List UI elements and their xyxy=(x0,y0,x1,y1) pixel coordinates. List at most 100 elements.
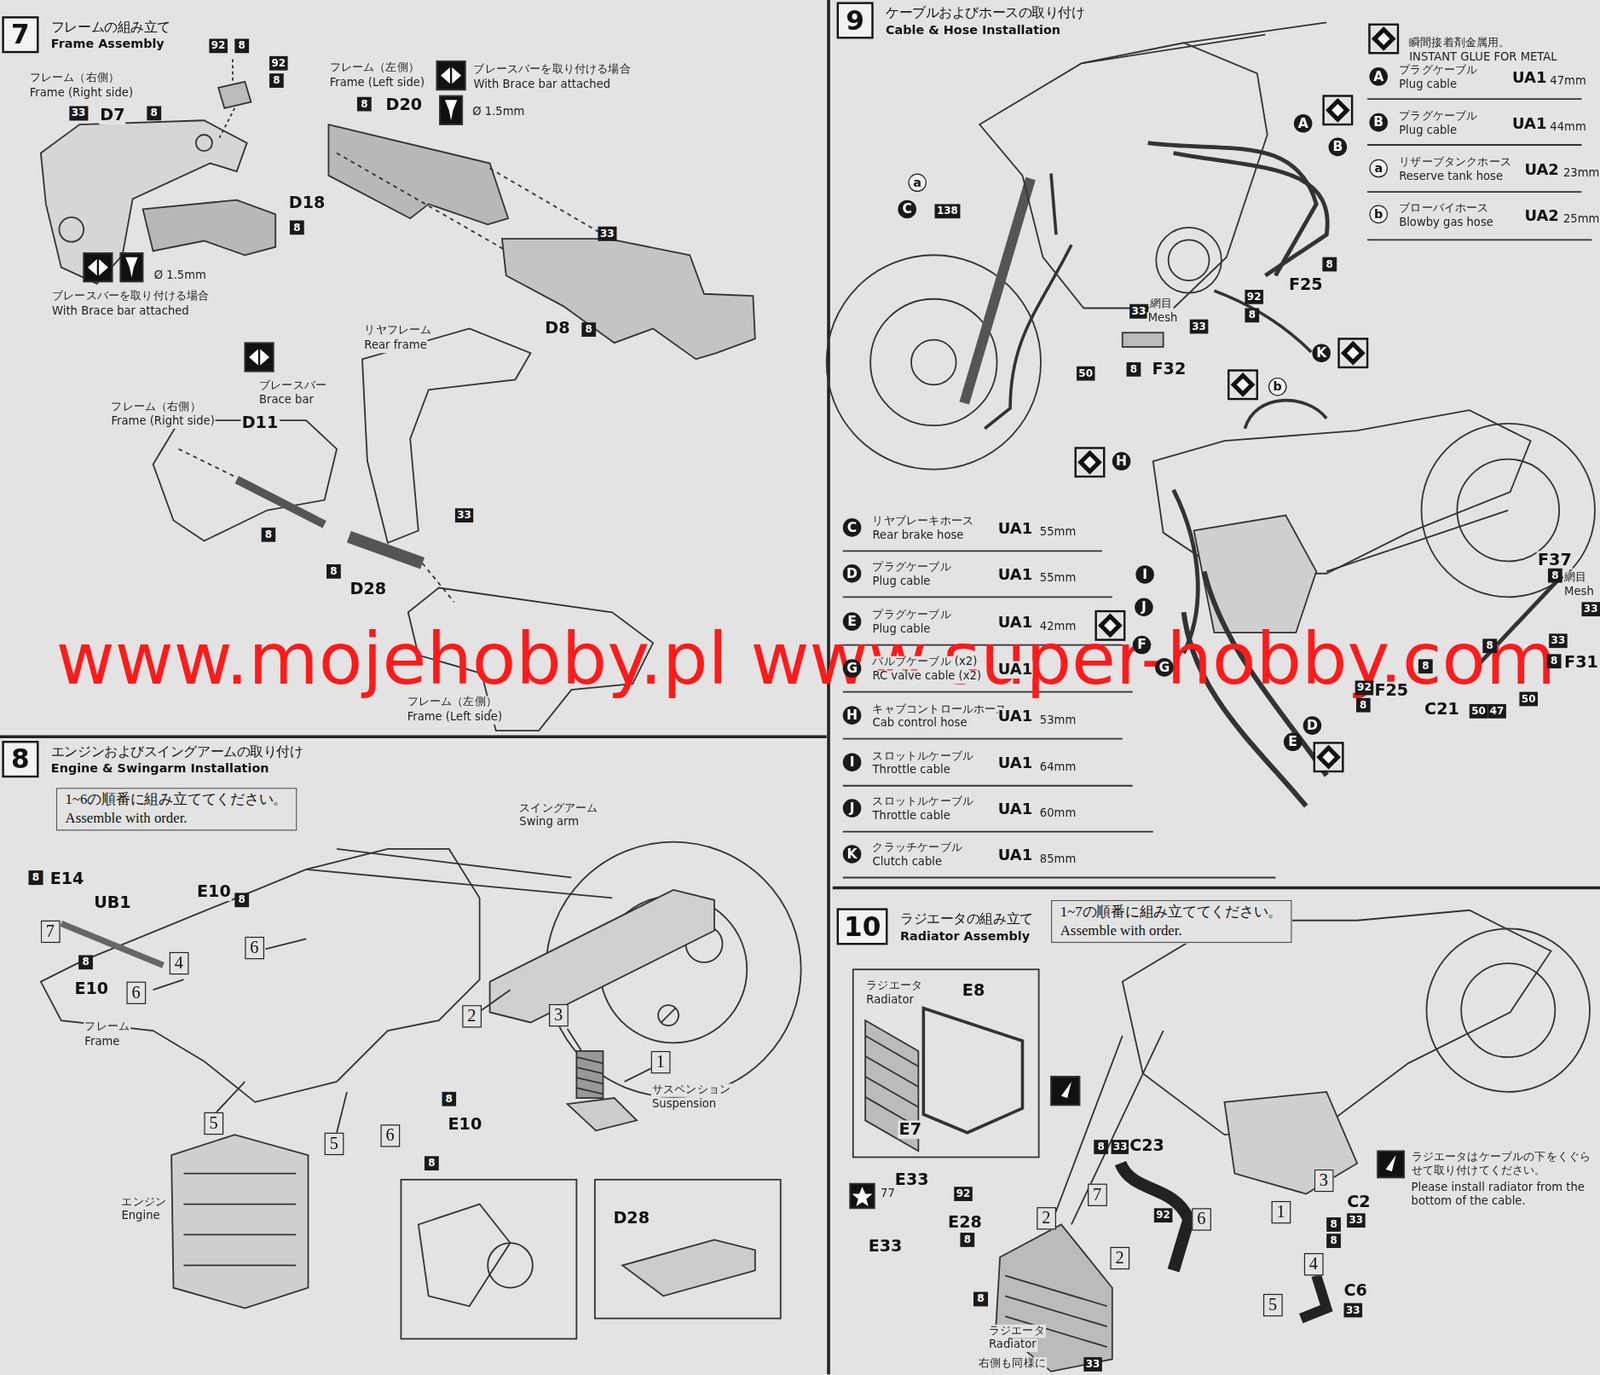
note-text: プラグケーブル xyxy=(1397,109,1479,123)
part-code: C21 xyxy=(1423,699,1461,719)
part-marker: 8 xyxy=(973,1291,988,1306)
part-marker: 8 xyxy=(1126,362,1142,376)
note-text: 25mm xyxy=(1562,213,1600,226)
note-text: 42mm xyxy=(1039,620,1078,634)
note-box: 1~7の順番に組み立ててください。Assemble with order. xyxy=(1051,900,1292,943)
note-text: スイングアーム xyxy=(518,802,600,815)
cable-code: UA2 xyxy=(1524,161,1559,180)
illustration-path xyxy=(1371,26,1397,52)
part-marker: 8 xyxy=(28,870,44,884)
cable-code: UA1 xyxy=(998,708,1033,727)
illustration-path xyxy=(153,420,337,541)
step-heading: Cable & Hose Installation xyxy=(885,22,1061,38)
illustration-path xyxy=(1081,22,1327,64)
part-marker: 50 xyxy=(1469,704,1488,718)
part-marker: 8 xyxy=(424,1155,439,1170)
callout-letter: C xyxy=(897,200,917,220)
illustration-path xyxy=(984,244,1072,428)
callout-letter: E xyxy=(843,612,862,631)
step-number: 9 xyxy=(843,4,867,37)
note-text: Ø 1.5mm xyxy=(471,105,526,119)
note-text: Plug cable xyxy=(1397,78,1458,92)
note-text: プラグケーブル xyxy=(871,560,953,574)
note-text: 44mm xyxy=(1548,121,1588,134)
callout-letter: A xyxy=(1368,67,1388,87)
note-text: With Brace bar attached xyxy=(472,78,612,92)
part-marker: 8 xyxy=(234,892,249,907)
note-text: スロットルケーブル xyxy=(871,750,975,763)
note-text: Rear frame xyxy=(363,340,428,353)
step-heading: ラジエータの組み立て xyxy=(900,911,1034,928)
illustration-path xyxy=(852,1186,873,1207)
illustration-path xyxy=(1340,340,1366,366)
illustration-line xyxy=(843,550,1103,553)
note-text: Brace bar xyxy=(258,393,315,407)
part-marker: 33 xyxy=(69,105,87,120)
step-callout: 3 xyxy=(1314,1169,1334,1192)
illustration-g xyxy=(1228,370,1258,400)
illustration-rect xyxy=(1051,1076,1081,1106)
note-text: 1~6の順番に組み立ててください。 xyxy=(65,791,288,810)
illustration-circle xyxy=(1168,239,1210,281)
part-marker: 92 xyxy=(269,56,288,70)
step-callout: 6 xyxy=(381,1124,400,1147)
note-text: Plug cable xyxy=(1397,124,1458,138)
step-callout: 2 xyxy=(1109,1247,1129,1270)
illustration-path xyxy=(125,257,138,278)
illustration-rect xyxy=(1314,742,1344,772)
illustration-rect xyxy=(1075,448,1105,478)
illustration-path xyxy=(576,1057,603,1094)
illustration-path xyxy=(1244,400,1327,429)
note-text: 64mm xyxy=(1039,761,1078,775)
part-marker: 8 xyxy=(1322,257,1337,272)
note-text: リヤフレーム xyxy=(363,324,433,338)
note-text: リヤブレーキホース xyxy=(871,515,975,529)
illustration-rect xyxy=(1323,96,1353,126)
illustration-line xyxy=(422,563,455,602)
note-box: 1~6の順番に組み立ててください。Assemble with order. xyxy=(56,787,297,831)
illustration-circle xyxy=(1461,963,1555,1058)
note-text: Swing arm xyxy=(518,816,580,830)
cable-code: UA2 xyxy=(1524,207,1559,226)
note-text: 23mm xyxy=(1562,167,1600,180)
part-code: C2 xyxy=(1345,1192,1372,1212)
cable-code: UA1 xyxy=(998,755,1033,774)
part-marker: 8 xyxy=(260,527,276,542)
note-text: 85mm xyxy=(1039,853,1078,867)
illustration-circle xyxy=(658,1005,679,1026)
part-marker: 8 xyxy=(1326,1233,1341,1248)
note-text: Suspension xyxy=(651,1097,718,1111)
step-box: 9ケーブルおよびホースの取り付けCable & Hose Installatio… xyxy=(837,1,874,39)
illustration-rect xyxy=(1228,370,1258,400)
step-heading: Engine & Swingarm Installation xyxy=(51,761,270,777)
part-marker: 8 xyxy=(289,220,305,235)
note-text: Radiator xyxy=(865,993,915,1007)
illustration-line xyxy=(843,877,1277,879)
illustration-line xyxy=(1367,98,1582,100)
step-callout: 5 xyxy=(1263,1293,1283,1317)
part-code: D8 xyxy=(543,319,572,339)
step-heading: Radiator Assembly xyxy=(900,928,1030,944)
step-callout: 3 xyxy=(548,1004,568,1027)
part-code: E33 xyxy=(894,1170,930,1190)
illustration-path xyxy=(40,849,480,1103)
illustration-path xyxy=(153,938,666,1133)
illustration-rect xyxy=(120,253,143,283)
part-marker: 8 xyxy=(1326,1217,1341,1231)
illustration-rect xyxy=(439,96,463,126)
callout-letter: G xyxy=(843,658,862,678)
note-text: Please install radiator from the bottom … xyxy=(1411,1181,1595,1208)
illustration-path xyxy=(1230,372,1256,398)
illustration-circle xyxy=(196,134,213,151)
part-marker: 33 xyxy=(1344,1303,1363,1317)
cable-code: UA1 xyxy=(1512,69,1547,87)
illustration-path xyxy=(1083,456,1096,468)
step-heading: エンジンおよびスイングアームの取り付け xyxy=(51,744,304,761)
callout-letter: A xyxy=(1293,114,1313,133)
part-code: E7 xyxy=(897,1120,923,1139)
illustration-path xyxy=(622,1239,756,1296)
callout-letter: G xyxy=(1155,658,1174,677)
illustration-path xyxy=(171,1134,308,1309)
callout-letter: E xyxy=(1283,732,1303,751)
